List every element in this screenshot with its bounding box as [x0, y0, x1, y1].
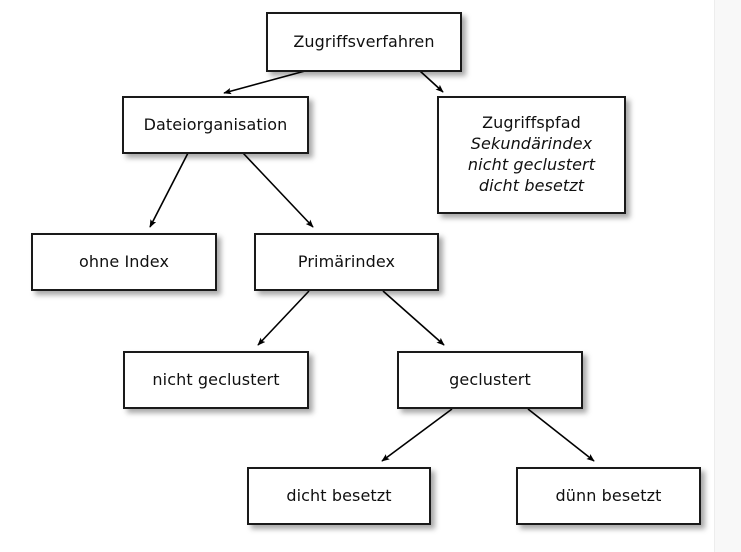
node-zugriffspfad-line-2: Sekundärindex — [470, 134, 593, 154]
node-geclustert[interactable]: geclustert — [397, 351, 583, 409]
node-zugriffspfad-line-4: dicht besetzt — [478, 175, 585, 195]
node-zugriffspfad-line-1: Zugriffspfad — [482, 113, 581, 133]
node-zugriffspfad[interactable]: Zugriffspfad Sekundärindex nicht geclust… — [437, 96, 626, 214]
node-duenn-besetzt-label: dünn besetzt — [555, 486, 662, 505]
node-ohne-index[interactable]: ohne Index — [31, 233, 217, 291]
node-zugriffsverfahren[interactable]: Zugriffsverfahren — [266, 12, 462, 72]
node-nicht-geclustert-label: nicht geclustert — [152, 370, 280, 389]
node-ohne-index-label: ohne Index — [78, 252, 170, 271]
node-primaerindex[interactable]: Primärindex — [254, 233, 439, 291]
node-zugriffsverfahren-label: Zugriffsverfahren — [293, 32, 435, 51]
node-dicht-besetzt[interactable]: dicht besetzt — [247, 467, 431, 525]
node-dicht-besetzt-label: dicht besetzt — [286, 486, 392, 505]
node-duenn-besetzt[interactable]: dünn besetzt — [516, 467, 701, 525]
node-primaerindex-label: Primärindex — [297, 252, 396, 271]
node-zugriffspfad-line-3: nicht geclustert — [467, 155, 596, 174]
edge-root-to-dateiorganisation — [223, 70, 306, 95]
node-nicht-geclustert[interactable]: nicht geclustert — [123, 351, 309, 409]
edge-root-to-zugriffspfad — [419, 70, 444, 93]
edge-geclustert-to-duenn-besetzt — [527, 408, 595, 462]
edge-primaerindex-to-geclustert — [382, 290, 445, 346]
page-margin-strip — [714, 0, 741, 552]
edge-dateiorganisation-to-ohne-index — [149, 152, 189, 228]
edge-geclustert-to-dicht-besetzt — [381, 408, 453, 462]
node-dateiorganisation-label: Dateiorganisation — [143, 115, 288, 134]
node-geclustert-label: geclustert — [449, 370, 531, 389]
edge-primaerindex-to-nicht-geclustert — [257, 290, 310, 346]
edge-dateiorganisation-to-primaerindex — [242, 152, 314, 228]
node-dateiorganisation[interactable]: Dateiorganisation — [122, 96, 309, 154]
